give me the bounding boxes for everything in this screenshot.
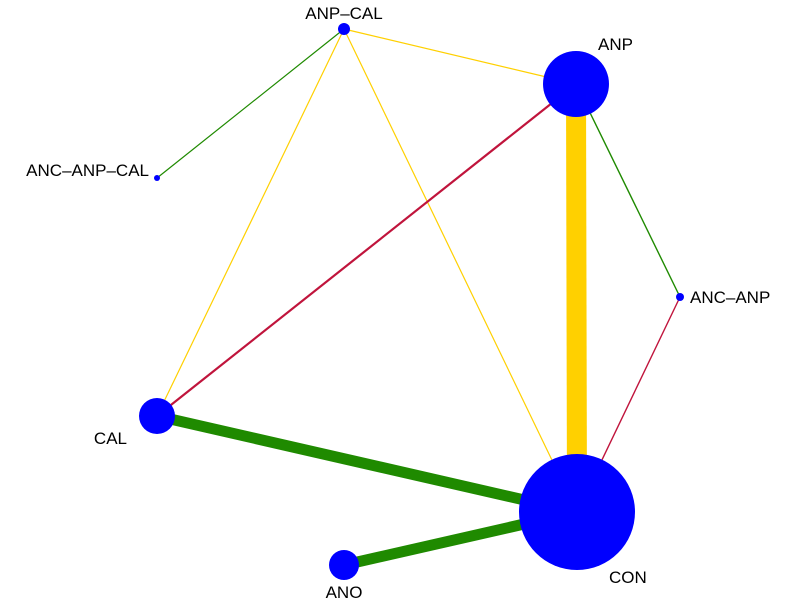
edge-anp-cal-cal	[156, 28, 345, 417]
node-label-anc-anp: ANC–ANP	[690, 288, 770, 307]
node-label-anp: ANP	[598, 35, 633, 54]
edge-cal-con	[155, 410, 579, 518]
node-con	[519, 454, 635, 570]
node-label-anc-anp-cal: ANC–ANP–CAL	[26, 161, 149, 180]
labels-layer: ANP–CAL ANP ANC–ANP–CAL ANC–ANP CAL CON ANO	[26, 4, 770, 600]
node-anp	[543, 51, 609, 117]
node-label-ano: ANO	[326, 583, 363, 600]
node-label-con: CON	[609, 568, 647, 587]
node-anc-anp	[676, 293, 684, 301]
node-cal	[139, 398, 175, 434]
node-label-cal: CAL	[94, 429, 127, 448]
edge-anp-anc-anp	[575, 83, 681, 298]
nodes-layer	[139, 23, 684, 580]
edge-anp-cal-anc-anp-cal	[156, 28, 345, 179]
edge-anp-cal-con	[343, 28, 578, 513]
node-anp-cal	[338, 23, 350, 35]
node-ano	[329, 550, 359, 580]
node-anc-anp-cal	[154, 175, 160, 181]
edge-anp-cal-anp	[343, 28, 577, 85]
node-label-anp-cal: ANP–CAL	[305, 4, 382, 23]
edge-anp-con	[566, 83, 587, 513]
edge-anp-cal	[156, 83, 577, 417]
